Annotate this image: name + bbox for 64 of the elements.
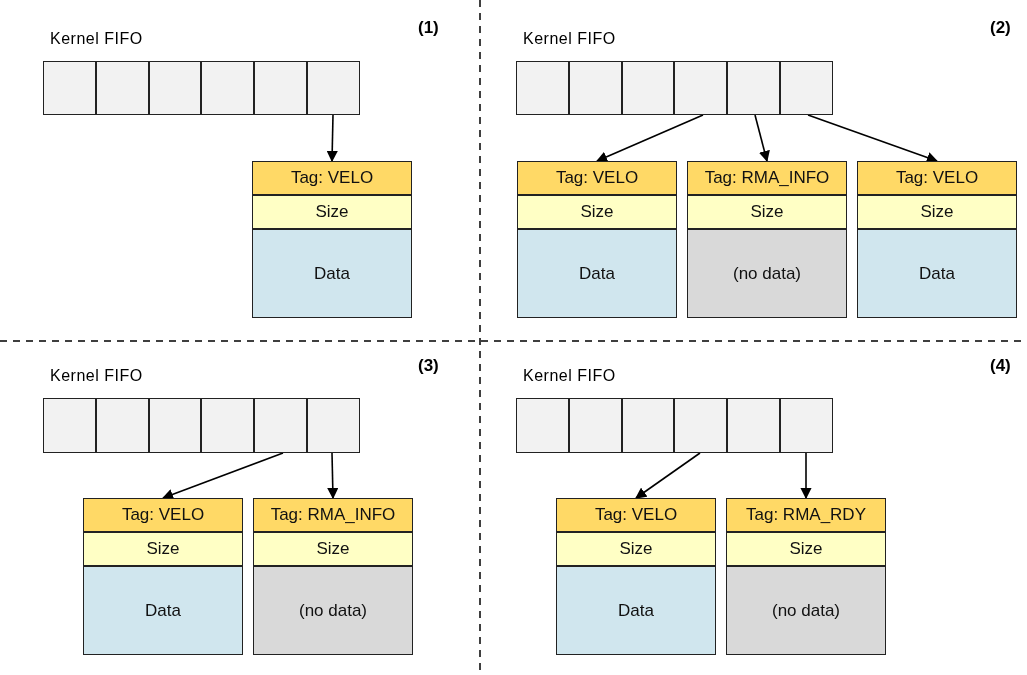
- tag-field: Tag: VELO: [252, 161, 412, 195]
- fifo-slot: [95, 398, 149, 453]
- fifo-slot: [95, 61, 149, 115]
- tag-field: Tag: VELO: [857, 161, 1017, 195]
- queue-label: Kernel FIFO: [523, 30, 616, 48]
- size-field: Size: [83, 532, 243, 566]
- fifo-slot: [43, 398, 96, 453]
- arrow: [326, 114, 338, 163]
- fifo-slot: [516, 61, 569, 115]
- fifo-slot: [621, 398, 675, 453]
- data-field: (no data): [253, 566, 413, 655]
- panel-number: (4): [990, 356, 1011, 376]
- tag-field: Tag: VELO: [517, 161, 677, 195]
- queue-label: Kernel FIFO: [50, 367, 143, 385]
- size-field: Size: [517, 195, 677, 229]
- fifo-slot: [148, 61, 202, 115]
- queue-label: Kernel FIFO: [50, 30, 143, 48]
- tag-field: Tag: RMA_RDY: [726, 498, 886, 532]
- data-field: Data: [83, 566, 243, 655]
- size-field: Size: [726, 532, 886, 566]
- data-field: Data: [517, 229, 677, 318]
- data-field: Data: [556, 566, 716, 655]
- size-field: Size: [857, 195, 1017, 229]
- arrow: [327, 452, 339, 500]
- fifo-slot: [727, 61, 780, 115]
- fifo-slot: [674, 61, 728, 115]
- data-field: Data: [252, 229, 412, 318]
- fifo-slot: [674, 398, 728, 453]
- size-field: Size: [252, 195, 412, 229]
- arrow: [807, 114, 939, 163]
- arrow: [754, 114, 770, 163]
- data-field: (no data): [726, 566, 886, 655]
- panel-number: (2): [990, 18, 1011, 38]
- fifo-slot: [254, 398, 307, 453]
- fifo-slot: [307, 61, 360, 115]
- size-field: Size: [556, 532, 716, 566]
- fifo-slot: [780, 398, 833, 453]
- tag-field: Tag: VELO: [556, 498, 716, 532]
- size-field: Size: [687, 195, 847, 229]
- arrow: [161, 452, 284, 500]
- fifo-slot: [43, 61, 96, 115]
- arrow: [800, 452, 812, 500]
- fifo-slot: [148, 398, 202, 453]
- fifo-slot: [568, 398, 622, 453]
- panel-number: (1): [418, 18, 439, 38]
- tag-field: Tag: RMA_INFO: [687, 161, 847, 195]
- data-field: (no data): [687, 229, 847, 318]
- tag-field: Tag: RMA_INFO: [253, 498, 413, 532]
- panel-number: (3): [418, 356, 439, 376]
- queue-label: Kernel FIFO: [523, 367, 616, 385]
- fifo-slot: [307, 398, 360, 453]
- data-field: Data: [857, 229, 1017, 318]
- fifo-slot: [201, 398, 255, 453]
- arrow: [595, 114, 704, 163]
- fifo-slot: [516, 398, 569, 453]
- fifo-slot: [780, 61, 833, 115]
- tag-field: Tag: VELO: [83, 498, 243, 532]
- fifo-slot: [568, 61, 622, 115]
- fifo-slot: [727, 398, 780, 453]
- fifo-slot: [621, 61, 675, 115]
- fifo-slot: [201, 61, 255, 115]
- size-field: Size: [253, 532, 413, 566]
- arrow: [635, 452, 701, 499]
- fifo-slot: [254, 61, 307, 115]
